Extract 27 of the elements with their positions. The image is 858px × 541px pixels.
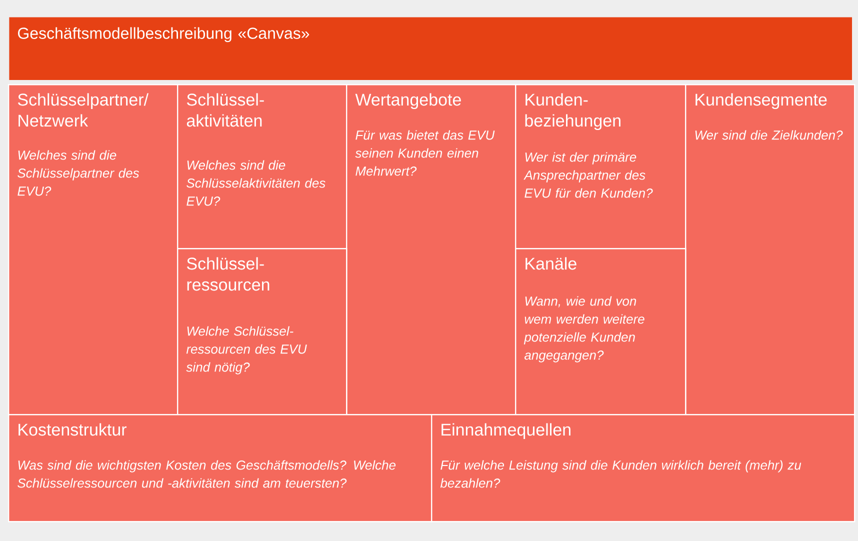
cell-question: Für welche Leistung sind die Kunden wirklich bereit (mehr) zu bezahlen?: [440, 460, 802, 488]
title-text: Geschäftsmodellbeschreibung «Canvas»: [18, 27, 310, 42]
canvas-cell: [515, 84, 686, 250]
canvas-cell: [8, 414, 432, 522]
canvas-cell: [177, 248, 348, 416]
cell-heading: Kunden- beziehungen: [525, 93, 620, 130]
cell-heading: Einnahmequellen: [442, 423, 570, 440]
cell-question: Welches sind die Schlüsselpartner des EVU?: [18, 150, 140, 196]
canvas-cell: [515, 248, 686, 416]
canvas-cell: [431, 414, 856, 522]
cell-heading: Schlüssel- aktivitäten: [186, 93, 264, 127]
cell-question: Wer sind die Zielkunden?: [695, 130, 843, 140]
cell-question: Was sind die wichtigsten Kosten des Geschäftsmodells? Welche Schlüsselressourcen und -aktivitäten sind am teuersten?: [18, 460, 396, 488]
cell-heading: Kanäle: [526, 257, 576, 270]
cell-heading: Wertangebote: [355, 93, 461, 110]
cell-question: Welches sind die Schlüsselaktivitäten des EVU?: [186, 160, 326, 206]
cell-question: Für was bietet das EVU seinen Kunden einen Mehrwert?: [355, 130, 495, 176]
cell-question: Welche Schlüssel- ressourcen des EVU sind nötig?: [186, 326, 307, 374]
cell-heading: Kostenstruktur: [18, 423, 127, 436]
cell-question: Wer ist der primäre Ansprechpartner des EVU für den Kunden?: [524, 152, 653, 198]
title-bar: [8, 16, 854, 82]
cell-heading: Kundensegmente: [696, 93, 827, 110]
cell-question: Wann, wie und von wem werden weitere potenzielle Kunden angegangen?: [524, 296, 644, 362]
canvas-cell: [685, 84, 856, 416]
cell-heading: Schlüssel- ressourcen: [186, 257, 270, 291]
canvas-cell: [177, 84, 348, 250]
cell-heading: Schlüsselpartner/ Netzwerk: [18, 93, 149, 127]
